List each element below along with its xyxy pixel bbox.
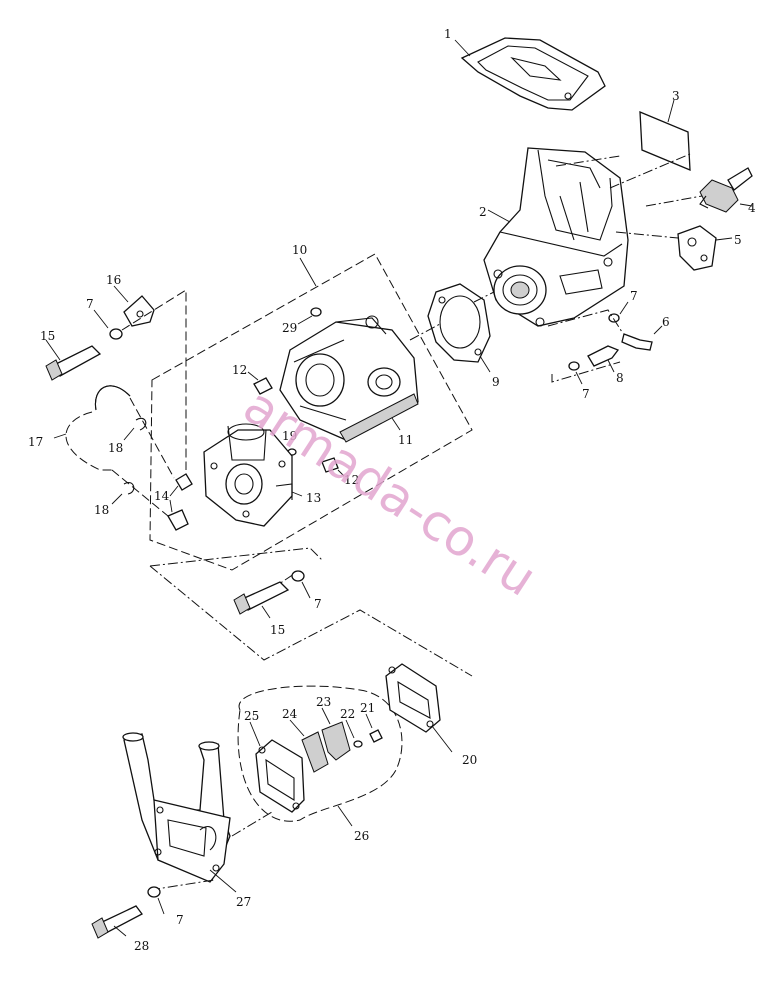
manifold-assembly-lines [149,811,273,891]
part-18-clamp-b [111,482,135,505]
callout-7-d: 7 [314,597,322,611]
callout-3: 3 [672,89,680,103]
callout-19: 19 [282,429,297,443]
part-28-bolt [91,905,143,939]
callout-7-e: 7 [176,913,184,927]
part-7-washer-b [568,361,583,385]
part-7-washer-c [93,309,123,340]
bolt-15-assembly-line [121,289,187,470]
part-20-gasket [385,663,453,753]
part-12-dowel-b [321,457,345,477]
part-3-plate [639,99,691,171]
part-24-reed [289,719,329,773]
callout-9: 9 [492,375,500,389]
part-22-washer [345,719,363,748]
part-21-screw [365,713,383,743]
callout-18-a: 18 [108,441,123,455]
callout-13: 13 [306,491,321,505]
part-16-bracket [113,285,155,327]
callout-8: 8 [616,371,624,385]
callout-14: 14 [154,489,170,503]
callout-6: 6 [662,315,670,329]
part-25-reed-block [249,721,305,813]
callout-15-a: 15 [40,329,55,343]
callout-1: 1 [444,27,452,41]
part-15-bolt-b [233,581,290,619]
part-8-bolt [587,345,620,373]
part-26-leader [337,805,353,827]
callout-4: 4 [748,201,756,215]
group-26-outline [237,685,403,822]
part-1-gasket [454,37,606,111]
group-10-outline [149,253,473,571]
part-11-crankcase [279,315,419,443]
callout-7-b: 7 [582,387,590,401]
part-9-gasket [427,283,491,373]
callout-7-a: 7 [630,289,638,303]
callout-25: 25 [244,709,259,723]
part-13-cover [203,423,303,527]
callout-26: 26 [354,829,369,843]
callout-2: 2 [479,205,487,219]
gasket-assembly-lines [409,291,495,341]
callout-22: 22 [340,707,355,721]
part-12-dowel-a [247,371,273,395]
part-18-clamp-a [123,417,147,441]
part-23-stopper [321,707,351,761]
lower-assembly-outline [149,547,473,677]
part-7-washer-a [608,301,629,323]
callout-7-c: 7 [86,297,94,311]
callout-18-b: 18 [94,503,109,517]
callout-21: 21 [360,701,375,715]
callout-15-b: 15 [270,623,285,637]
part-7-washer-e [147,886,165,915]
callout-11: 11 [398,433,413,447]
callout-12-a: 12 [232,363,247,377]
part-29-pin [297,307,322,325]
part-15-bolt-a [45,339,102,381]
callout-27: 27 [236,895,251,909]
part-2-cylinder-block [483,147,629,327]
callout-20: 20 [462,753,477,767]
block-assembly-lines [547,153,703,383]
part-4-spark-plug [699,167,753,213]
callout-28: 28 [134,939,149,953]
part-14-fittings [167,473,193,531]
part-27-manifold [122,732,237,893]
part-17-hose [53,385,131,471]
callout-24: 24 [282,707,298,721]
callout-17: 17 [28,435,43,449]
callout-5: 5 [734,233,742,247]
callout-12-b: 12 [344,473,359,487]
callout-23: 23 [316,695,331,709]
part-6-bolt [621,325,663,351]
hose-assembly-lines [111,397,175,517]
part-7-washer-d [291,570,311,599]
callout-29: 29 [282,321,297,335]
callout-16: 16 [106,273,121,287]
part-5-clip [677,225,733,271]
callout-10: 10 [292,243,307,257]
